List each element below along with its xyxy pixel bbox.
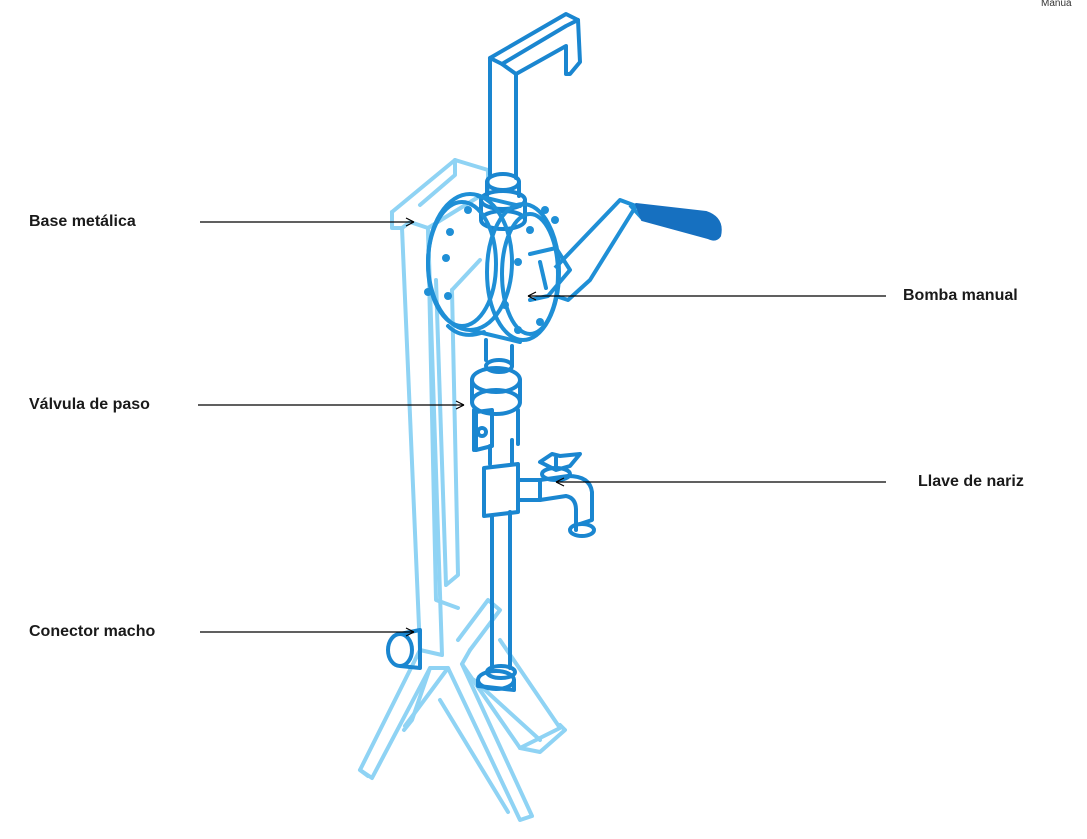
pump-handle: [555, 200, 721, 300]
label-base-metalica: Base metálica: [29, 212, 136, 232]
valve-and-pipe: [472, 340, 540, 690]
label-llave-de-nariz: Llave de nariz: [918, 472, 1024, 492]
label-bomba-manual: Bomba manual: [903, 286, 1018, 306]
nose-tap: [540, 454, 594, 536]
metal-stand: [360, 160, 565, 820]
leader-lines: [198, 218, 886, 636]
label-valvula-de-paso: Válvula de paso: [29, 395, 150, 415]
pipe-outlet: [481, 14, 580, 229]
label-conector-macho: Conector macho: [29, 622, 155, 642]
